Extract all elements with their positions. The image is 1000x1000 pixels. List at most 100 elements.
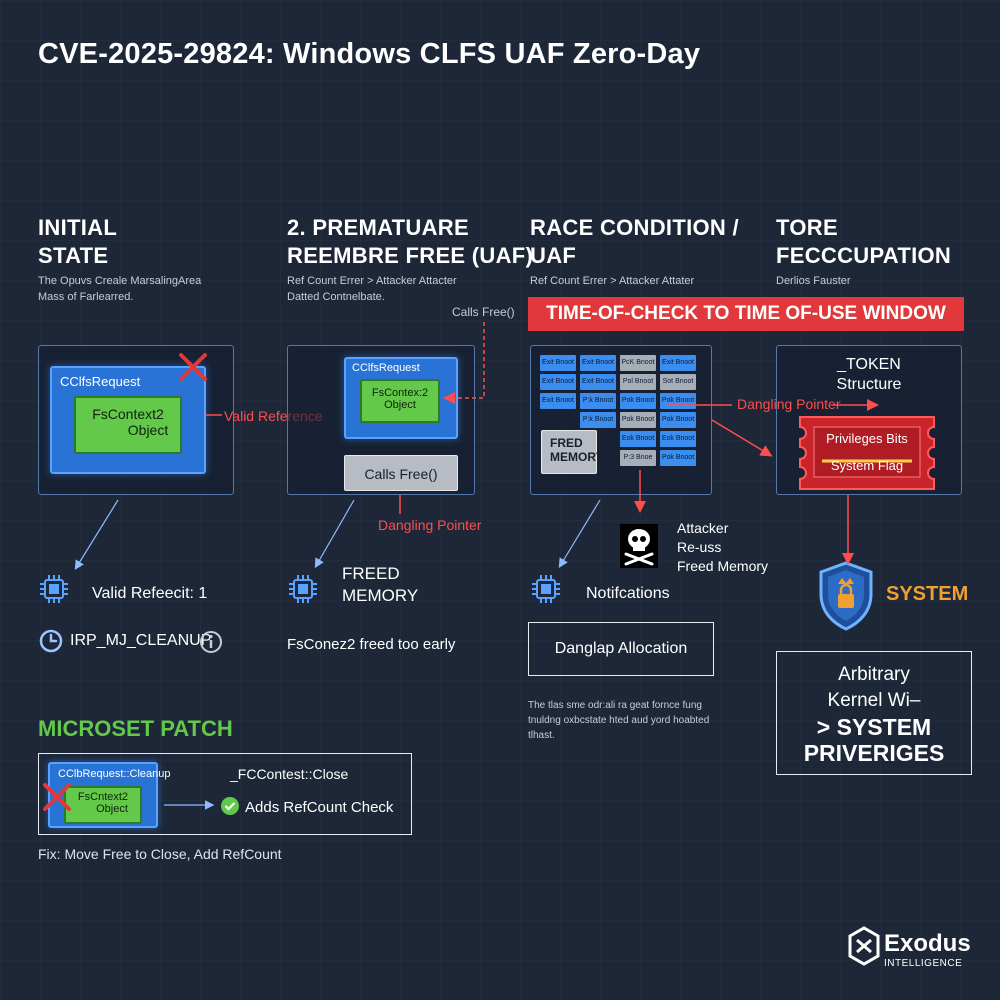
logo-tag: INTELLIGENCE — [884, 958, 963, 969]
irp-mj-cleanup-label: IRP_MJ_CLEANUP — [70, 632, 212, 649]
clock-icon — [38, 628, 64, 654]
memory-cell: Pok Bnoot — [620, 412, 656, 428]
check-circle-icon — [220, 796, 240, 816]
description-line: Ref Count Errer > Attacker Attacter — [287, 275, 457, 287]
valid-refcount-label: Valid Refeecit: 1 — [92, 585, 208, 602]
patch-fscontext2-box: FsCntext2 Object — [64, 786, 142, 824]
label-line: Freed Memory — [677, 558, 769, 574]
patch-heading: MICROSET PATCH — [38, 716, 233, 741]
chip-icon — [530, 573, 562, 605]
freed-too-early-label: FsConez2 freed too early — [287, 636, 456, 653]
note-line: tnuldng oxbcstate hted aud yord hoabted — [528, 715, 710, 726]
calls-free-label: Calls Free() — [452, 305, 515, 319]
label-line: Attacker — [677, 520, 729, 536]
heading-line: REEMBRE FREE (UAF) — [287, 243, 534, 268]
heading-line: 2. PREMATUARE — [287, 215, 469, 240]
cleanup-label: CClbRequest::Cleanup — [58, 768, 171, 780]
memory-cell: P:3 Bnoe — [620, 450, 656, 466]
memory-cell: Eok Bnoot — [620, 431, 656, 447]
result-line: > SYSTEM — [816, 714, 932, 740]
memory-cell: Exit Bnoot — [540, 355, 576, 371]
heading-line: RACE CONDITION / — [530, 215, 739, 240]
memory-cell: Pok Bnoot — [660, 412, 696, 428]
memory-cell: Exit Bnoot — [580, 355, 616, 371]
logo-name: Exodus — [884, 930, 971, 957]
close-x-icon — [176, 350, 210, 384]
memory-cell: Pok Bnoot — [660, 450, 696, 466]
blue-arrows — [74, 499, 601, 810]
box-line: MEMORY — [550, 450, 604, 464]
fscontext2-object-box: FsContext2 Object — [74, 396, 182, 454]
chip-icon — [38, 573, 70, 605]
memory-cell: Exit Bnoot — [540, 374, 576, 390]
freed-memory-label: FREED MEMORY — [342, 563, 418, 607]
privileges-bits-label: Privileges Bits — [826, 431, 908, 446]
calls-free-arrow — [443, 322, 485, 404]
result-line: Kernel Wi– — [827, 690, 921, 711]
cclfsrequest-box-2: CClfsRequest FsContex:2 Object — [344, 357, 458, 439]
cclfsrequest-box: CClfsRequest FsContext2 Object — [50, 366, 206, 474]
description-line: The Opuvs Creale MarsalingArea — [38, 275, 202, 287]
race-note: The tlas sme odr:ali ra geat fornce fung… — [528, 698, 709, 743]
close-x-icon — [40, 780, 74, 814]
box-line: FsContex:2 — [371, 387, 429, 399]
initial-down-arrow — [74, 499, 119, 571]
fscontext2-object-box: FsContex:2 Object — [360, 379, 440, 423]
memory-cell: Exit Bnoot — [580, 374, 616, 390]
race-down-arrow — [558, 499, 601, 569]
attacker-reuse-label: Attacker Re-uss Freed Memory — [677, 519, 768, 576]
box-line: Object — [96, 803, 128, 815]
memory-cell: Exit Bnoot — [660, 355, 696, 371]
skull-icon — [620, 524, 658, 568]
label-line: Re-uss — [677, 539, 722, 555]
cclfsrequest-label: CClfsRequest — [352, 362, 420, 374]
fix-label: Fix: Move Free to Close, Add RefCount — [38, 846, 282, 862]
chip-icon — [287, 573, 319, 605]
token-structure-label: _TOKEN Structure — [776, 355, 962, 395]
memory-cell: P:k Bnoot — [580, 412, 616, 428]
box-line: FsContext2 — [92, 406, 164, 422]
dangling-pointer-label: Dangling Pointer — [378, 517, 482, 533]
result-line: Arbitrary — [838, 664, 910, 685]
privileges-ticket: Privileges Bits System Flag — [792, 413, 942, 493]
system-flag-label: System Flag — [830, 458, 904, 473]
cleanup-box: CClbRequest::Cleanup FsCntext2 Object — [48, 762, 171, 828]
note-line: The tlas sme odr:ali ra geat fornce fung — [528, 700, 702, 711]
notifications-label: Notifcations — [586, 585, 670, 602]
toctou-banner: TIME-OF-CHECK TO TIME OF-USE WINDOW — [528, 297, 964, 331]
result-line: PRIVERIGES — [803, 740, 945, 766]
token-reoccupation-description: Derlios Fauster — [776, 275, 851, 287]
label-line: FREED — [342, 564, 400, 583]
box-line: FRED — [550, 436, 583, 450]
result-box: Arbitrary Kernel Wi– > SYSTEM PRIVERIGES — [776, 651, 972, 775]
box-line: Object — [384, 399, 416, 411]
label-line: MEMORY — [342, 586, 419, 605]
memory-cell: Exit Bnoot — [540, 393, 576, 409]
heading-token-reoccupation: TORE FECCCUPATION — [776, 214, 951, 270]
freed-memory-block: FRED MEMORY — [541, 430, 604, 474]
danglap-allocation-box: Danglap Allocation — [528, 622, 714, 676]
box-line: FsCntext2 — [77, 791, 129, 803]
race-condition-description: Ref Count Errer > Attacker Attater — [530, 275, 695, 287]
dangling-pointer-label-2: Dangling Pointer — [737, 396, 841, 412]
memory-cell: Eok Bnoot — [660, 431, 696, 447]
memory-cell: PcK Bnoot — [620, 355, 656, 371]
patch-box — [38, 753, 412, 835]
shield-lock-icon — [816, 560, 876, 632]
note-line: tlhast. — [528, 730, 555, 741]
cclfsrequest-label: CClfsRequest — [60, 374, 141, 389]
heading-line: UAF — [530, 243, 577, 268]
heading-line: STATE — [38, 243, 109, 268]
heading-line: FECCCUPATION — [776, 243, 952, 268]
initial-state-description: The Opuvs Creale MarsalingArea Mass of F… — [38, 273, 201, 305]
adds-refcount-check-label: Adds RefCount Check — [245, 799, 394, 816]
token-line: _TOKEN — [837, 356, 901, 373]
freed-down-arrow — [314, 499, 355, 569]
info-icon — [198, 629, 224, 655]
memory-cell: P:k Bnoot — [580, 393, 616, 409]
heading-line: TORE — [776, 215, 838, 240]
page-title: CVE-2025-29824: Windows CLFS UAF Zero-Da… — [38, 38, 701, 70]
token-line: Structure — [836, 376, 902, 393]
description-line: Datted Contnelbate. — [287, 291, 385, 303]
